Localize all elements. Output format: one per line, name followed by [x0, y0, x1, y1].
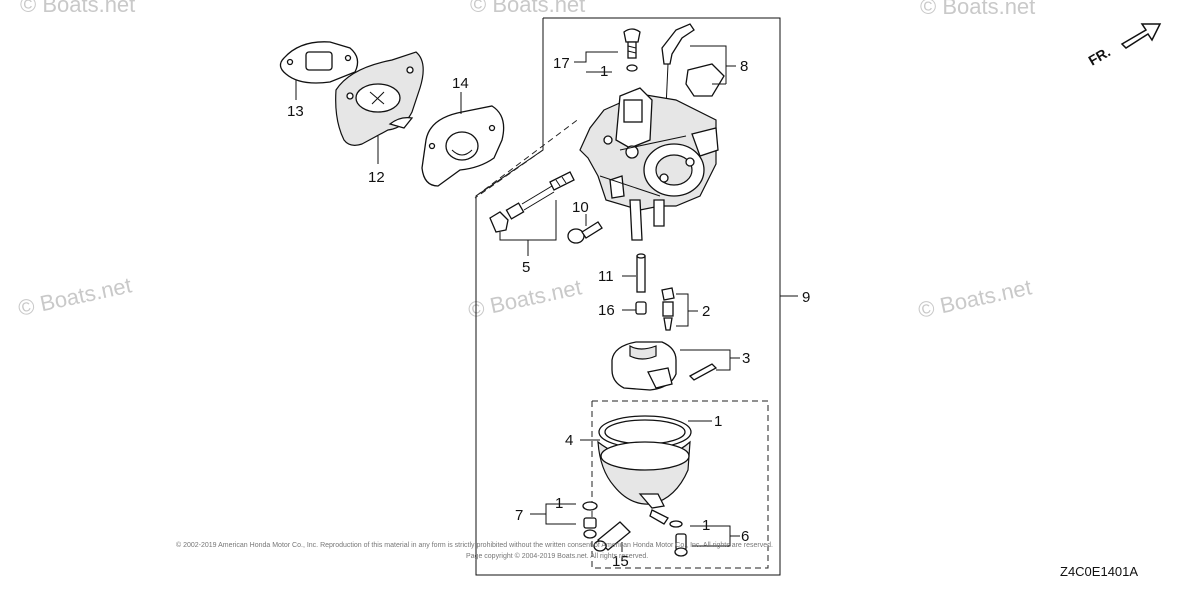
callout-9: 9 — [802, 289, 810, 306]
part-11-nozzle — [622, 253, 646, 293]
carburetor-assembly-outline — [474, 17, 781, 576]
callout-8: 8 — [740, 58, 748, 75]
callout-12: 12 — [368, 169, 385, 186]
part-14-gasket — [421, 92, 505, 187]
part-3-float — [611, 341, 740, 391]
part-17-screw — [574, 28, 641, 73]
diagram-code: Z4C0E1401A — [1060, 564, 1138, 579]
watermark: © Boats.net — [16, 272, 134, 320]
copyright-notice: © 2002-2019 American Honda Motor Co., In… — [176, 541, 773, 549]
part-6-bolt — [669, 520, 740, 557]
callout-2: 2 — [702, 303, 710, 320]
callout-1-bolt: 1 — [702, 517, 710, 534]
watermark: © Boats.net — [470, 0, 585, 17]
part-7-drain-screw — [530, 501, 598, 539]
callout-15: 15 — [612, 553, 629, 570]
front-direction-marker: FR. — [1086, 23, 1162, 69]
part-12-insulator — [335, 51, 424, 164]
part-2-float-valve — [661, 287, 698, 331]
front-arrow-icon — [1120, 23, 1162, 49]
watermark: © Boats.net — [466, 274, 584, 322]
callout-3: 3 — [742, 350, 750, 367]
part-5-pilot-screw — [489, 171, 575, 256]
part-10-screw — [567, 214, 603, 244]
watermark: © Boats.net — [916, 274, 1034, 322]
callout-4: 4 — [565, 432, 573, 449]
callout-16: 16 — [598, 302, 615, 319]
front-marker-label: FR. — [1086, 43, 1114, 68]
carburetor-body — [579, 87, 719, 241]
callout-17: 17 — [553, 55, 570, 72]
part-4-float-bowl — [580, 415, 712, 525]
callout-1-top: 1 — [600, 63, 608, 80]
watermark: © Boats.net — [20, 0, 135, 17]
callout-1-drain: 1 — [555, 495, 563, 512]
callout-13: 13 — [287, 103, 304, 120]
callout-7: 7 — [515, 507, 523, 524]
callout-10: 10 — [572, 199, 589, 216]
watermark: © Boats.net — [920, 0, 1035, 19]
page-copyright: Page copyright © 2004-2019 Boats.net. Al… — [466, 552, 648, 560]
part-8-choke — [661, 23, 736, 109]
callout-5: 5 — [522, 259, 530, 276]
callout-14: 14 — [452, 75, 469, 92]
float-bowl-subgroup-outline — [591, 400, 769, 569]
part-15-tube — [593, 521, 631, 552]
callout-11: 11 — [598, 268, 614, 285]
callout-1-bowl-gasket: 1 — [714, 413, 722, 430]
part-16-main-jet — [622, 301, 647, 315]
callout-6: 6 — [741, 528, 749, 545]
